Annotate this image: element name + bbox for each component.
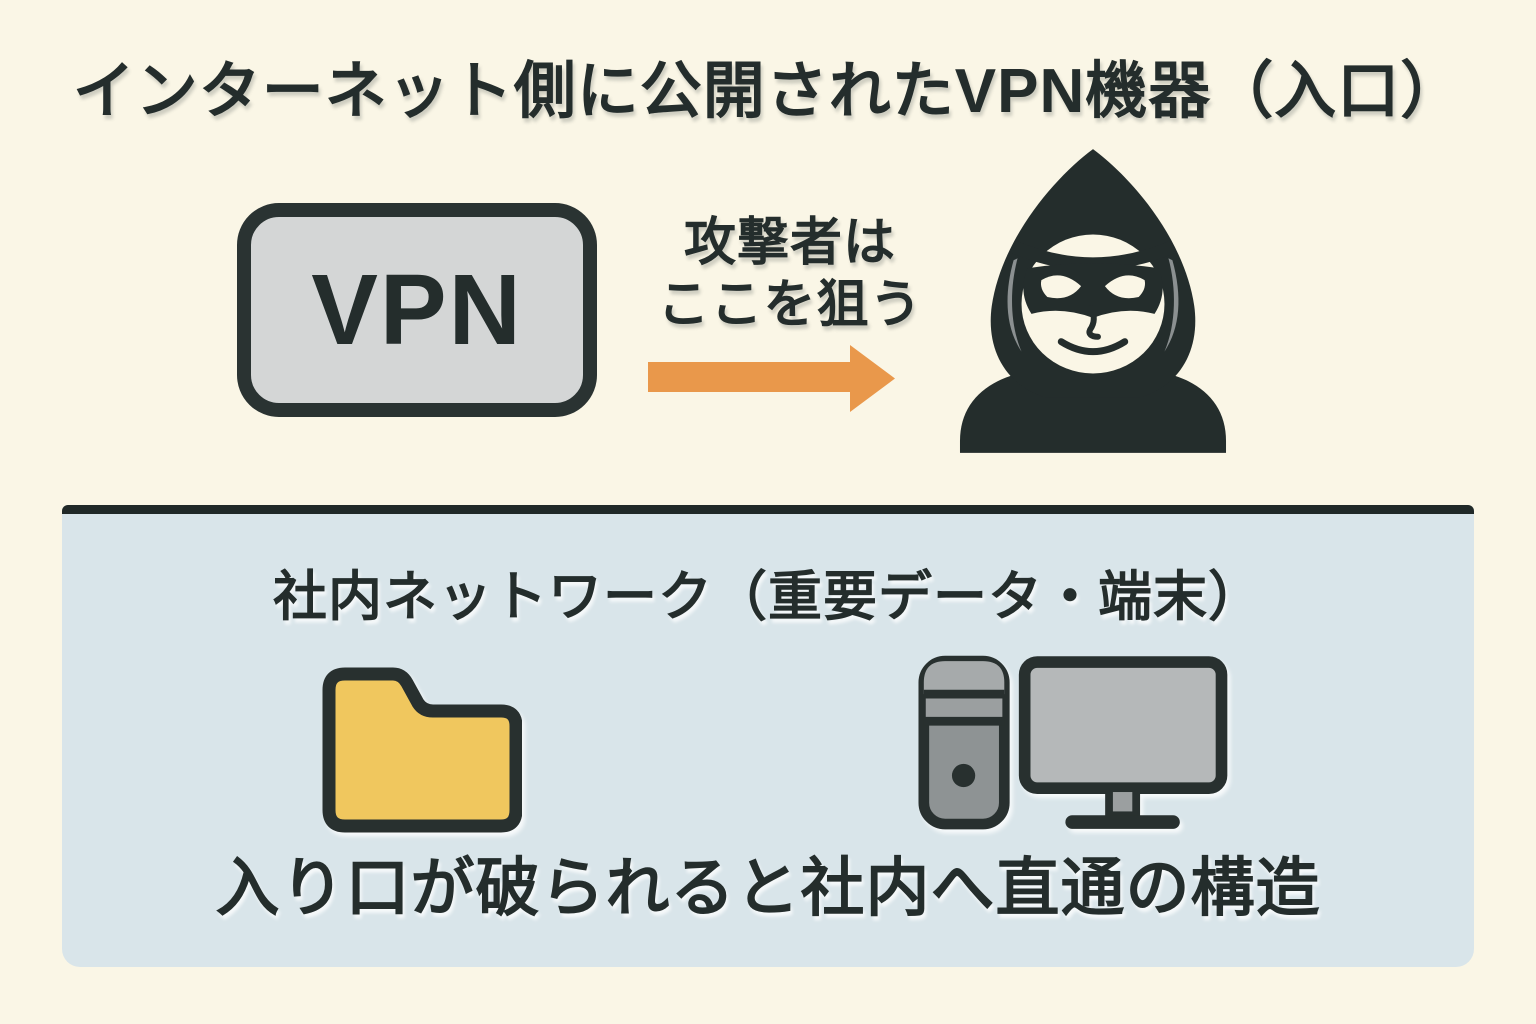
- vpn-label: VPN: [311, 253, 523, 366]
- folder-icon: [317, 662, 523, 834]
- internet-vpn-title: インターネット側に公開されたVPN機器（入口）: [72, 57, 1464, 126]
- vpn-device-box: VPN: [237, 203, 597, 417]
- internal-network-title: 社内ネットワーク（重要データ・端末）: [273, 567, 1263, 627]
- desktop-pc-icon: [918, 655, 1238, 835]
- attack-arrow-icon: [648, 345, 895, 412]
- attacker-note: 攻撃者は ここを狙う: [620, 212, 960, 337]
- attacker-note-line2: ここを狙う: [657, 276, 923, 335]
- internal-network-panel: [62, 505, 1474, 967]
- panel-top-border: [62, 505, 1474, 514]
- attacker-note-line1: 攻撃者は: [683, 214, 896, 272]
- hacker-icon: [958, 147, 1228, 453]
- direct-access-caption: 入り口が破られると社内へ直通の構造: [215, 852, 1321, 924]
